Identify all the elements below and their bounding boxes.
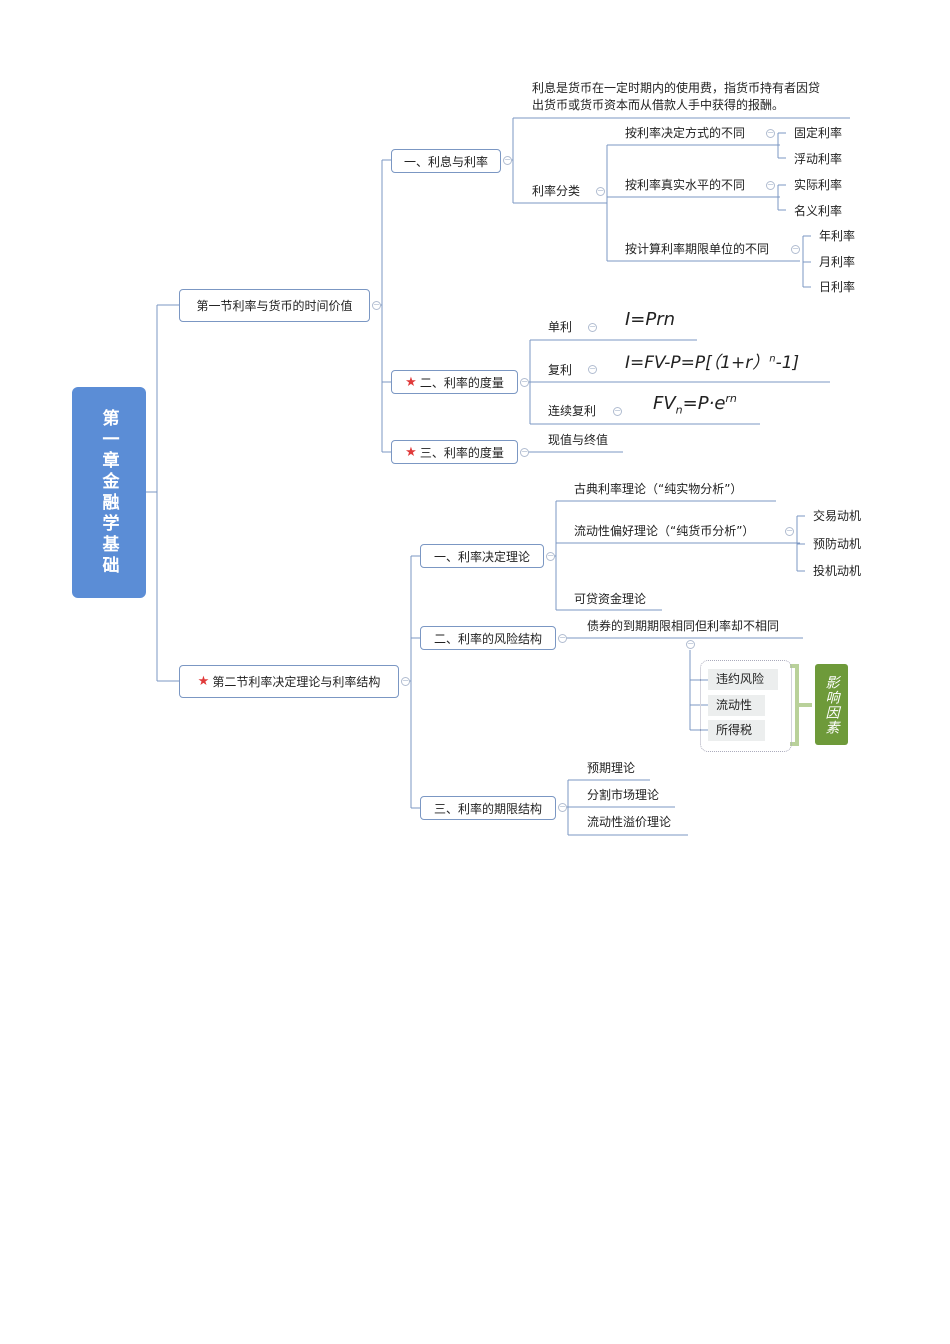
definition-line2: 出货币或货币资本而从借款人手中获得的报酬。 (532, 98, 785, 112)
collapse-icon[interactable]: − (785, 526, 794, 536)
leaf-item: 固定利率 (794, 126, 843, 140)
leaf-item: 交易动机 (813, 509, 862, 523)
collapse-icon[interactable]: − (520, 377, 529, 387)
topic-risk-structure-node[interactable]: 二、利率的风险结构 (420, 626, 556, 650)
collapse-icon[interactable]: − (520, 447, 529, 457)
collapse-icon[interactable]: − (686, 639, 695, 649)
classification-label: 利率分类 (532, 184, 581, 198)
factors-summary-label: 影响因素 (815, 664, 848, 745)
leaf-item: 日利率 (819, 280, 856, 294)
collapse-icon[interactable]: − (613, 406, 622, 416)
section2-label: 第二节利率决定理论与利率结构 (212, 675, 381, 689)
section2-node[interactable]: ★第二节利率决定理论与利率结构 (179, 665, 399, 698)
simple-interest-label: 单利 (548, 320, 573, 334)
factors-group-frame (700, 660, 792, 752)
star-icon: ★ (197, 674, 210, 689)
topic-label: 二、利率的风险结构 (433, 631, 542, 646)
topic-measure-node[interactable]: ★二、利率的度量 (391, 370, 518, 394)
section1-node[interactable]: 第一节利率与货币的时间价值 (179, 289, 370, 322)
topic-label: 一、利息与利率 (403, 154, 488, 169)
root-node[interactable]: 第一章金融学基础 (72, 387, 146, 598)
group-label: 按利率决定方式的不同 (625, 126, 746, 140)
factor-item: 所得税 (708, 720, 765, 741)
root-label: 第一章金融学基础 (98, 408, 119, 577)
topic-interest-node[interactable]: 一、利息与利率 (391, 149, 501, 173)
continuous-compound-label: 连续复利 (548, 404, 597, 418)
definition-line1: 利息是货币在一定时期内的使用费，指货币持有者因贷 (532, 81, 821, 95)
leaf-item: 预防动机 (813, 537, 862, 551)
risk-note: 债券的到期期限相同但利率却不相同 (587, 619, 780, 633)
formula-compound: I=FV-P=P[（1+r）n-1] (625, 353, 800, 373)
collapse-icon[interactable]: − (558, 802, 567, 812)
collapse-icon[interactable]: − (766, 128, 775, 138)
leaf-item: 古典利率理论（“纯实物分析”） (574, 482, 743, 496)
collapse-icon[interactable]: − (791, 244, 800, 254)
collapse-icon[interactable]: − (401, 676, 410, 686)
leaf-item: 投机动机 (813, 564, 862, 578)
collapse-icon[interactable]: − (596, 186, 605, 196)
collapse-icon[interactable]: − (503, 155, 512, 165)
topic-label: 一、利率决定理论 (433, 549, 530, 564)
leaf-item: 浮动利率 (794, 152, 843, 166)
topic-label: 三、利率的期限结构 (433, 801, 542, 816)
leaf-item: 预期理论 (587, 761, 636, 775)
formula-continuous: FVn=P·ern (653, 392, 737, 417)
topic-measure-node-2[interactable]: ★三、利率的度量 (391, 440, 518, 464)
star-icon: ★ (405, 374, 417, 390)
formula-simple: I=Prn (625, 309, 676, 330)
topic-label: 二、利率的度量 (419, 375, 504, 390)
group-label: 按计算利率期限单位的不同 (625, 242, 770, 256)
leaf-item: 实际利率 (794, 178, 843, 192)
factor-item: 流动性 (708, 695, 765, 716)
leaf-item: 可贷资金理论 (574, 592, 647, 606)
compound-interest-label: 复利 (548, 363, 573, 377)
leaf-item: 流动性溢价理论 (587, 815, 672, 829)
collapse-icon[interactable]: − (588, 364, 597, 374)
leaf-item: 流动性偏好理论（“纯货币分析”） (574, 524, 755, 538)
section1-label: 第一节利率与货币的时间价值 (196, 299, 353, 313)
collapse-icon[interactable]: − (588, 322, 597, 332)
leaf-item: 月利率 (819, 255, 856, 269)
topic-label: 三、利率的度量 (419, 445, 504, 460)
collapse-icon[interactable]: − (372, 300, 381, 310)
leaf-item: 现值与终值 (548, 433, 609, 447)
collapse-icon[interactable]: − (766, 180, 775, 190)
leaf-item: 年利率 (819, 229, 856, 243)
leaf-item: 名义利率 (794, 204, 843, 218)
star-icon: ★ (405, 444, 417, 460)
collapse-icon[interactable]: − (558, 633, 567, 643)
topic-term-structure-node[interactable]: 三、利率的期限结构 (420, 796, 556, 820)
factor-item: 违约风险 (708, 669, 778, 690)
leaf-item: 分割市场理论 (587, 788, 660, 802)
collapse-icon[interactable]: − (546, 551, 555, 561)
topic-theory-node[interactable]: 一、利率决定理论 (420, 544, 544, 568)
group-label: 按利率真实水平的不同 (625, 178, 746, 192)
